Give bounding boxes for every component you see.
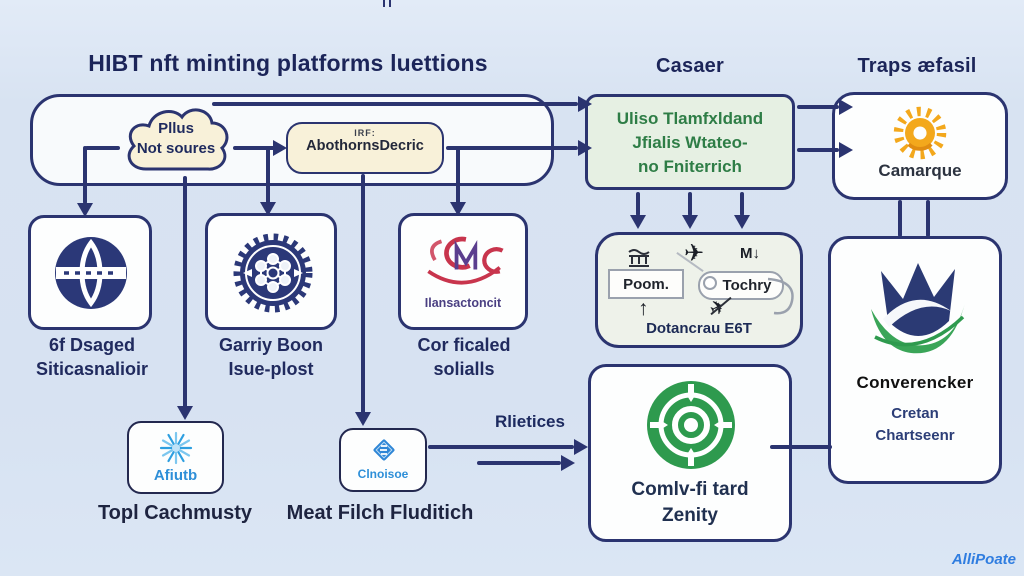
connector-arrowhead [177, 406, 193, 420]
connector-line [770, 445, 832, 449]
camarque-node: Camarque [832, 92, 1008, 200]
connector-line [361, 174, 365, 414]
m-down-label: M↓ [740, 245, 760, 262]
squiggle-connector [767, 277, 794, 315]
green-info-box: Uliso Tlamfxldand Jfialis Wtateo- no Fni… [585, 94, 795, 190]
abothorns-tag: IRF: [354, 128, 376, 138]
connector-arrowhead [630, 215, 646, 229]
connector-arrowhead [450, 202, 466, 216]
connector-line [233, 146, 275, 150]
connector-line [926, 200, 930, 237]
node1-label-line1: 6f Dsaged [48, 335, 136, 355]
cloud-line1: Pllus [158, 120, 194, 137]
node3-label-line1: Cor ficaled [417, 335, 511, 355]
green-target-icon [647, 381, 735, 469]
top-tick-mark [383, 0, 385, 7]
node2-label-line2: Isue-plost [228, 359, 314, 380]
afiutb-node: Afiutb [127, 421, 224, 494]
connector-line [688, 192, 692, 216]
abothorns-label: AbothornsDecric [306, 138, 424, 154]
connector-line [428, 445, 574, 449]
process-box: ✈ M↓ Poom. Tochry ↑ ✈ Dotancrau E6T [595, 232, 803, 348]
connector-line [636, 192, 640, 216]
zenity-line1: Comlv-fi tard [631, 479, 749, 500]
afiutb-label: Topl Cachmusty [97, 502, 253, 524]
converencker-line1: Cretan [891, 405, 939, 422]
top-tick-mark [389, 0, 391, 7]
poom-field: Poom. [608, 269, 684, 299]
diagram-title: HIBT nft minting platforms luettions [88, 50, 488, 76]
sun-icon [893, 106, 947, 160]
node3-label-line2: solialls [433, 359, 495, 380]
clnoisoe-node: Clnoisoe [339, 428, 427, 492]
blue-diamond-icon [373, 439, 395, 461]
column-header-casaer: Casaer [656, 55, 724, 77]
clnoisoe-label: Meat Filch Fluditich [286, 502, 474, 524]
bank-columns-icon [628, 249, 650, 267]
afiutb-text: Afiutb [153, 467, 198, 484]
cloud-icon [127, 108, 229, 171]
navy-eye-token-icon [55, 237, 127, 309]
converencker-title: Converencker [856, 373, 974, 392]
node-gear-network [205, 213, 337, 330]
navy-gear-network-icon [233, 233, 313, 313]
green-info-line1: Uliso Tlamfxldand [616, 109, 764, 128]
connector-arrowhead [682, 215, 698, 229]
connector-arrowhead [734, 215, 750, 229]
abothorns-node: IRF: AbothornsDecric [286, 122, 444, 174]
connector-arrowhead [355, 412, 371, 426]
zenity-line2: Zenity [662, 505, 718, 526]
process-bottom-text: Dotancrau E6T [646, 320, 752, 337]
tochry-circle-icon [703, 276, 717, 290]
node-monogram: Ilansactoncit [398, 213, 528, 330]
converencker-node: Converencker Cretan Chartseenr [828, 236, 1002, 484]
connector-line [212, 102, 578, 106]
cloud-line2: Not soures [136, 140, 216, 157]
node-eye-token [28, 215, 152, 330]
connector-line [183, 176, 187, 408]
cloud-node: Pllus Not soures [116, 98, 236, 180]
navy-green-tulip-icon [871, 263, 965, 354]
red-swirl-monogram-icon [427, 236, 504, 285]
connector-arrowhead [273, 140, 287, 156]
connector-arrowhead [561, 455, 575, 471]
connector-line [266, 148, 270, 204]
connector-arrowhead [574, 439, 588, 455]
connector-line [797, 148, 839, 152]
up-arrow-icon: ↑ [638, 297, 649, 320]
clnoisoe-text: Clnoisoe [357, 467, 409, 481]
node2-label: Garriy Boon Isue-plost [190, 333, 352, 382]
connector-arrowhead [578, 140, 592, 156]
connector-arrowhead [839, 142, 853, 158]
connector-arrowhead [839, 99, 853, 115]
zenity-node: Comlv-fi tard Zenity [588, 364, 792, 542]
green-info-line2: Jfialis Wtateo- [632, 132, 748, 152]
connector-line [85, 146, 120, 150]
connector-arrowhead [260, 202, 276, 216]
connector-line [446, 146, 578, 150]
node1-label: 6f Dsaged Siticasnalioir [8, 333, 176, 382]
connector-line [477, 461, 561, 465]
connector-arrowhead [77, 203, 93, 217]
blue-snowflake-icon [159, 431, 193, 465]
relitices-label: Rlietices [495, 412, 565, 431]
monogram-inner-text: Ilansactoncit [424, 296, 502, 310]
watermark: AlliPoate [951, 551, 1016, 568]
node1-label-line2: Siticasnalioir [35, 359, 149, 380]
connector-line [456, 148, 460, 204]
green-info-line3: no Fniterrich [638, 156, 742, 176]
node2-label-line1: Garriy Boon [218, 335, 324, 355]
connector-line [83, 146, 87, 204]
converencker-line2: Chartseenr [875, 427, 955, 444]
column-header-traps: Traps æfasil [857, 55, 977, 77]
connector-arrowhead [578, 96, 592, 112]
node3-label: Cor ficaled solialls [384, 333, 544, 382]
connector-line [740, 192, 744, 216]
camarque-label: Camarque [878, 161, 962, 180]
connector-line [797, 105, 839, 109]
connector-line [898, 200, 902, 237]
